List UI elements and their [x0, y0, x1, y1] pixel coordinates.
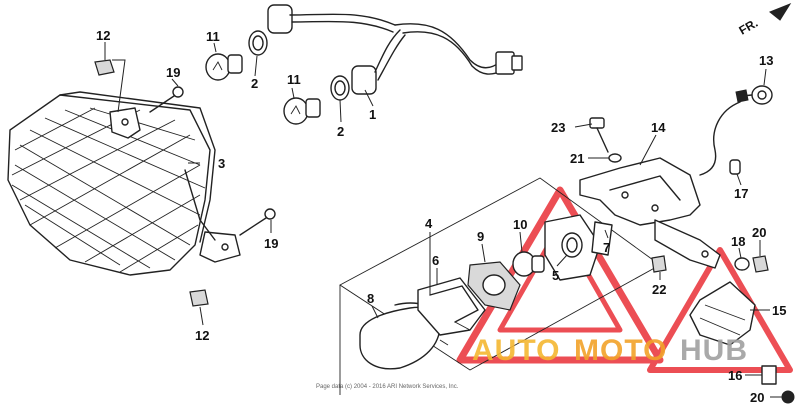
screw-19-top — [149, 86, 184, 113]
callout-7: 7 — [603, 240, 610, 255]
callout-18: 18 — [731, 234, 745, 249]
license-stay-14 — [579, 157, 721, 269]
callout-2-upper: 2 — [251, 76, 258, 91]
callout-23: 23 — [551, 120, 565, 135]
bulb-11-lower — [283, 97, 321, 125]
screw-16 — [761, 365, 777, 385]
callout-1: 1 — [369, 107, 376, 122]
screw-19-bottom — [239, 208, 276, 236]
bulb-17 — [729, 159, 741, 175]
license-bracket-7 — [591, 221, 613, 256]
callout-12-bottom: 12 — [195, 328, 209, 343]
watermark-part-2: MOTO — [574, 334, 667, 367]
watermark-logo: AUTO MOTO HUB — [472, 334, 748, 367]
nut-22 — [651, 255, 667, 273]
nut-12-top — [94, 59, 115, 76]
callout-12-top: 12 — [96, 28, 110, 43]
bulb-11-upper — [205, 53, 243, 81]
direction-label: FR. — [737, 16, 761, 38]
copyright-text: Page data (c) 2004 - 2016 ARI Network Se… — [316, 384, 459, 390]
nut-12-bottom — [189, 289, 209, 307]
socket-2-upper — [248, 30, 268, 56]
callout-20-upper: 20 — [752, 225, 766, 240]
wire-harness — [267, 4, 523, 95]
callout-20-lower: 20 — [750, 390, 764, 405]
callout-13: 13 — [759, 53, 773, 68]
callout-11-lower: 11 — [287, 72, 301, 87]
callout-6: 6 — [432, 253, 439, 268]
gasket-9 — [467, 261, 521, 311]
callout-10: 10 — [513, 217, 527, 232]
watermark-part-3: HUB — [680, 334, 748, 367]
front-direction-arrow-icon: FR. — [737, 2, 792, 38]
washer-21 — [608, 153, 622, 163]
callout-14: 14 — [651, 120, 666, 135]
leader-lines — [104, 42, 782, 398]
callout-17: 17 — [734, 186, 748, 201]
callout-16: 16 — [728, 368, 742, 383]
bulb-10 — [512, 251, 545, 277]
socket-2-lower — [330, 75, 350, 101]
watermark-part-1: AUTO — [472, 334, 560, 367]
callout-15: 15 — [772, 303, 786, 318]
callout-21: 21 — [570, 151, 584, 166]
callout-3: 3 — [218, 156, 225, 171]
callout-11-upper: 11 — [206, 29, 220, 44]
reflector-15 — [689, 281, 756, 346]
callout-4: 4 — [425, 216, 433, 231]
callout-2-lower: 2 — [337, 124, 344, 139]
callout-8: 8 — [367, 291, 374, 306]
callout-19-top: 19 — [166, 65, 180, 80]
nut-20-upper — [752, 255, 769, 273]
callout-19-bottom: 19 — [264, 236, 278, 251]
grommet-13 — [699, 85, 773, 176]
callout-22: 22 — [652, 282, 666, 297]
callout-9: 9 — [477, 229, 484, 244]
tail-light-lens — [7, 91, 241, 276]
bolt-23 — [589, 117, 609, 153]
bulb-18 — [734, 257, 750, 271]
nut-20-lower — [781, 390, 795, 404]
reflector-6 — [417, 277, 486, 336]
callout-5: 5 — [552, 268, 559, 283]
